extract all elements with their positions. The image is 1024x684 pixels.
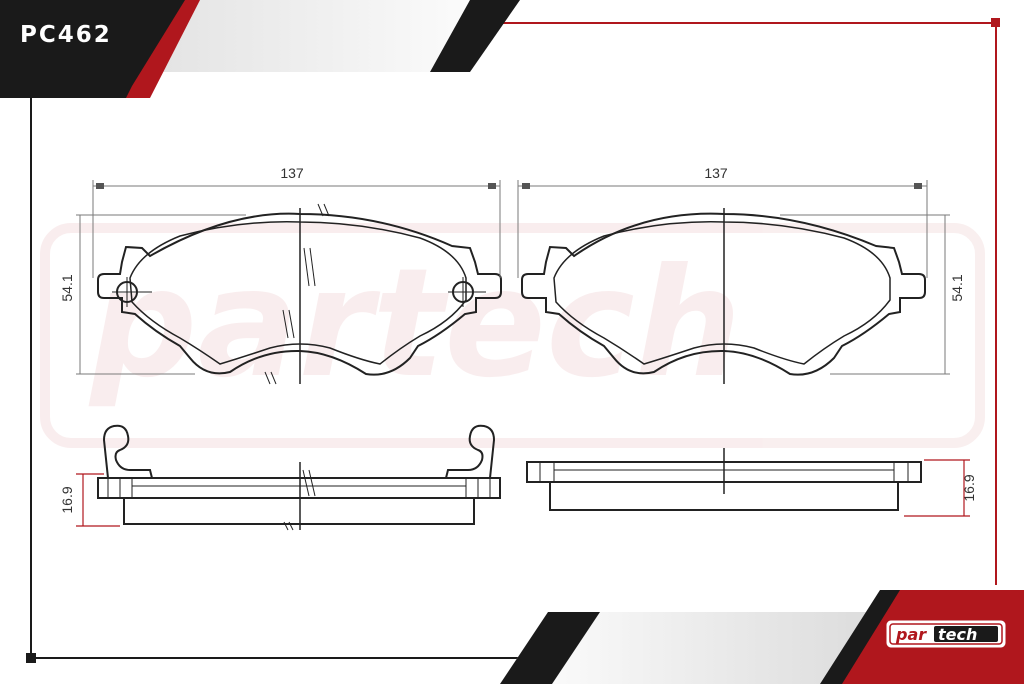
logo-text-left: par <box>895 625 927 644</box>
back-thickness-dimension <box>904 459 970 517</box>
back-width-label: 137 <box>704 165 728 181</box>
front-thickness-label: 16.9 <box>59 486 75 513</box>
front-width-dimension <box>92 180 501 278</box>
back-height-dimension <box>780 214 950 375</box>
logo-text-right: tech <box>938 625 977 644</box>
front-thickness-dimension <box>76 473 120 527</box>
brake-pad-side-icon <box>97 424 501 531</box>
frame-corner-tr <box>991 18 1000 27</box>
front-width-label: 137 <box>280 165 304 181</box>
watermark: partech <box>40 223 985 448</box>
brand-logo-icon: par tech <box>886 620 1006 648</box>
brake-pad-back-icon <box>521 208 926 384</box>
front-height-dimension <box>76 214 246 375</box>
watermark-text: partech <box>88 237 742 411</box>
back-height-label: 54.1 <box>949 274 965 301</box>
brake-pad-back-side-icon <box>526 448 922 511</box>
front-height-label: 54.1 <box>59 274 75 301</box>
frame-corner-bl <box>26 653 36 663</box>
back-thickness-label: 16.9 <box>961 474 977 501</box>
part-code: PC462 <box>20 22 112 48</box>
brake-pad-front-icon <box>97 203 502 385</box>
back-width-dimension <box>517 180 928 278</box>
brand-logo[interactable]: par tech <box>886 618 1010 652</box>
header-band <box>0 0 520 98</box>
